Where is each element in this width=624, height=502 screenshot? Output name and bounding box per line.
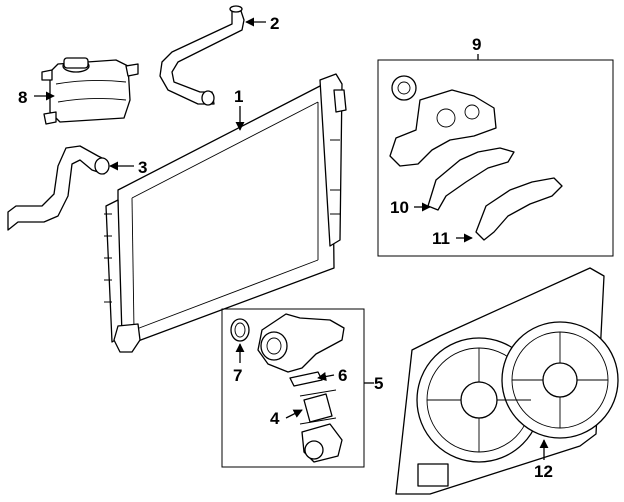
callout-7: 7: [233, 366, 242, 385]
callout-6: 6: [338, 366, 347, 385]
callout-8: 8: [18, 88, 27, 107]
callout-9: 9: [472, 35, 481, 54]
seal-ring-7: [230, 318, 250, 342]
gasket-6: [289, 371, 323, 387]
radiator: [104, 73, 347, 353]
water-outlet: [301, 423, 343, 463]
callout-10: 10: [390, 198, 409, 217]
coolant-reservoir: [41, 57, 139, 125]
callout-11: 11: [432, 229, 450, 248]
water-pump-gasket-10: [427, 147, 515, 211]
callout-12: 12: [534, 462, 553, 481]
upper-radiator-hose: [159, 5, 245, 106]
thermostat-group-box: [221, 308, 365, 468]
water-pump-gasket-11: [475, 177, 563, 241]
water-pump: [389, 75, 497, 167]
callout-4: 4: [270, 409, 280, 428]
cooling-fan-assembly: [395, 267, 619, 495]
water-pump-group-box: [377, 59, 614, 257]
callout-5: 5: [374, 374, 383, 393]
thermostat-4: [299, 389, 337, 425]
thermostat-housing: [257, 313, 345, 373]
callout-2: 2: [270, 14, 279, 33]
leader-lines: [34, 17, 549, 460]
callout-3: 3: [138, 158, 147, 177]
callout-1: 1: [234, 87, 243, 106]
lower-radiator-hose: [7, 145, 110, 231]
